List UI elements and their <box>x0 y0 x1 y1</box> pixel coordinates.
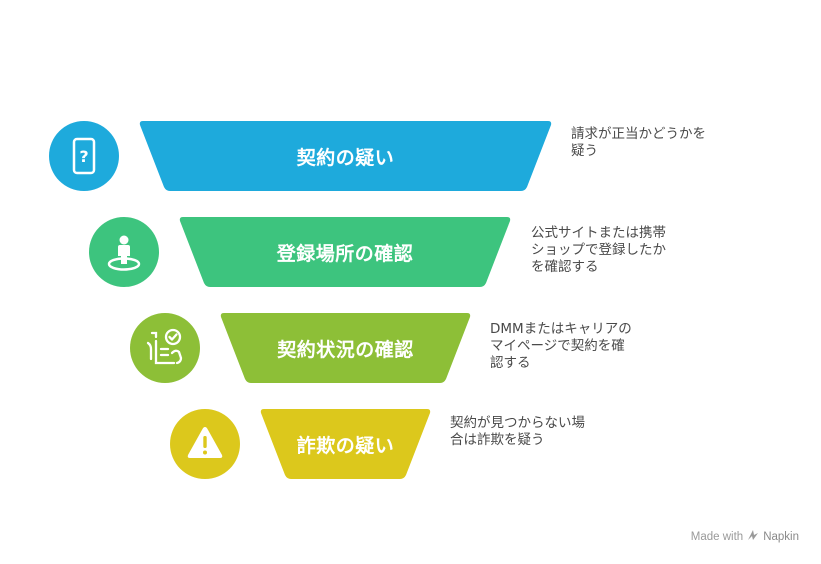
level-2-description: 公式サイトまたは携帯 ショップで登録したか を確認する <box>531 225 666 275</box>
location-person-icon <box>102 230 146 274</box>
level-4-title: 詐欺の疑い <box>296 434 395 457</box>
checklist-hand-icon <box>142 325 188 371</box>
level-3-title: 契約状況の確認 <box>277 338 414 361</box>
level-2-icon-circle <box>89 217 159 287</box>
level-2-title: 登録場所の確認 <box>276 242 414 265</box>
warning-triangle-icon <box>183 422 227 466</box>
level-4-band: 詐欺の疑い <box>260 409 431 479</box>
watermark-brand: Napkin <box>763 530 799 543</box>
level-3-band: 契約状況の確認 <box>220 313 471 383</box>
napkin-watermark[interactable]: Made with Napkin <box>691 529 799 544</box>
level-3-icon-circle <box>130 313 200 383</box>
level-2-band: 登録場所の確認 <box>179 217 511 287</box>
svg-text:?: ? <box>79 147 88 166</box>
level-4-description: 契約が見つからない場 合は詐欺を疑う <box>450 415 585 448</box>
napkin-logo-icon <box>747 529 759 544</box>
smartphone-question-icon: ? <box>67 136 101 176</box>
level-1-band: 契約の疑い <box>139 121 552 191</box>
level-1-icon-circle: ? <box>49 121 119 191</box>
level-4-icon-circle <box>170 409 240 479</box>
level-1-description: 請求が正当かどうかを 疑う <box>571 126 706 159</box>
level-1-title: 契約の疑い <box>296 146 395 169</box>
watermark-prefix: Made with <box>690 530 744 543</box>
level-3-description: DMMまたはキャリアの マイページで契約を確 認する <box>490 321 632 371</box>
